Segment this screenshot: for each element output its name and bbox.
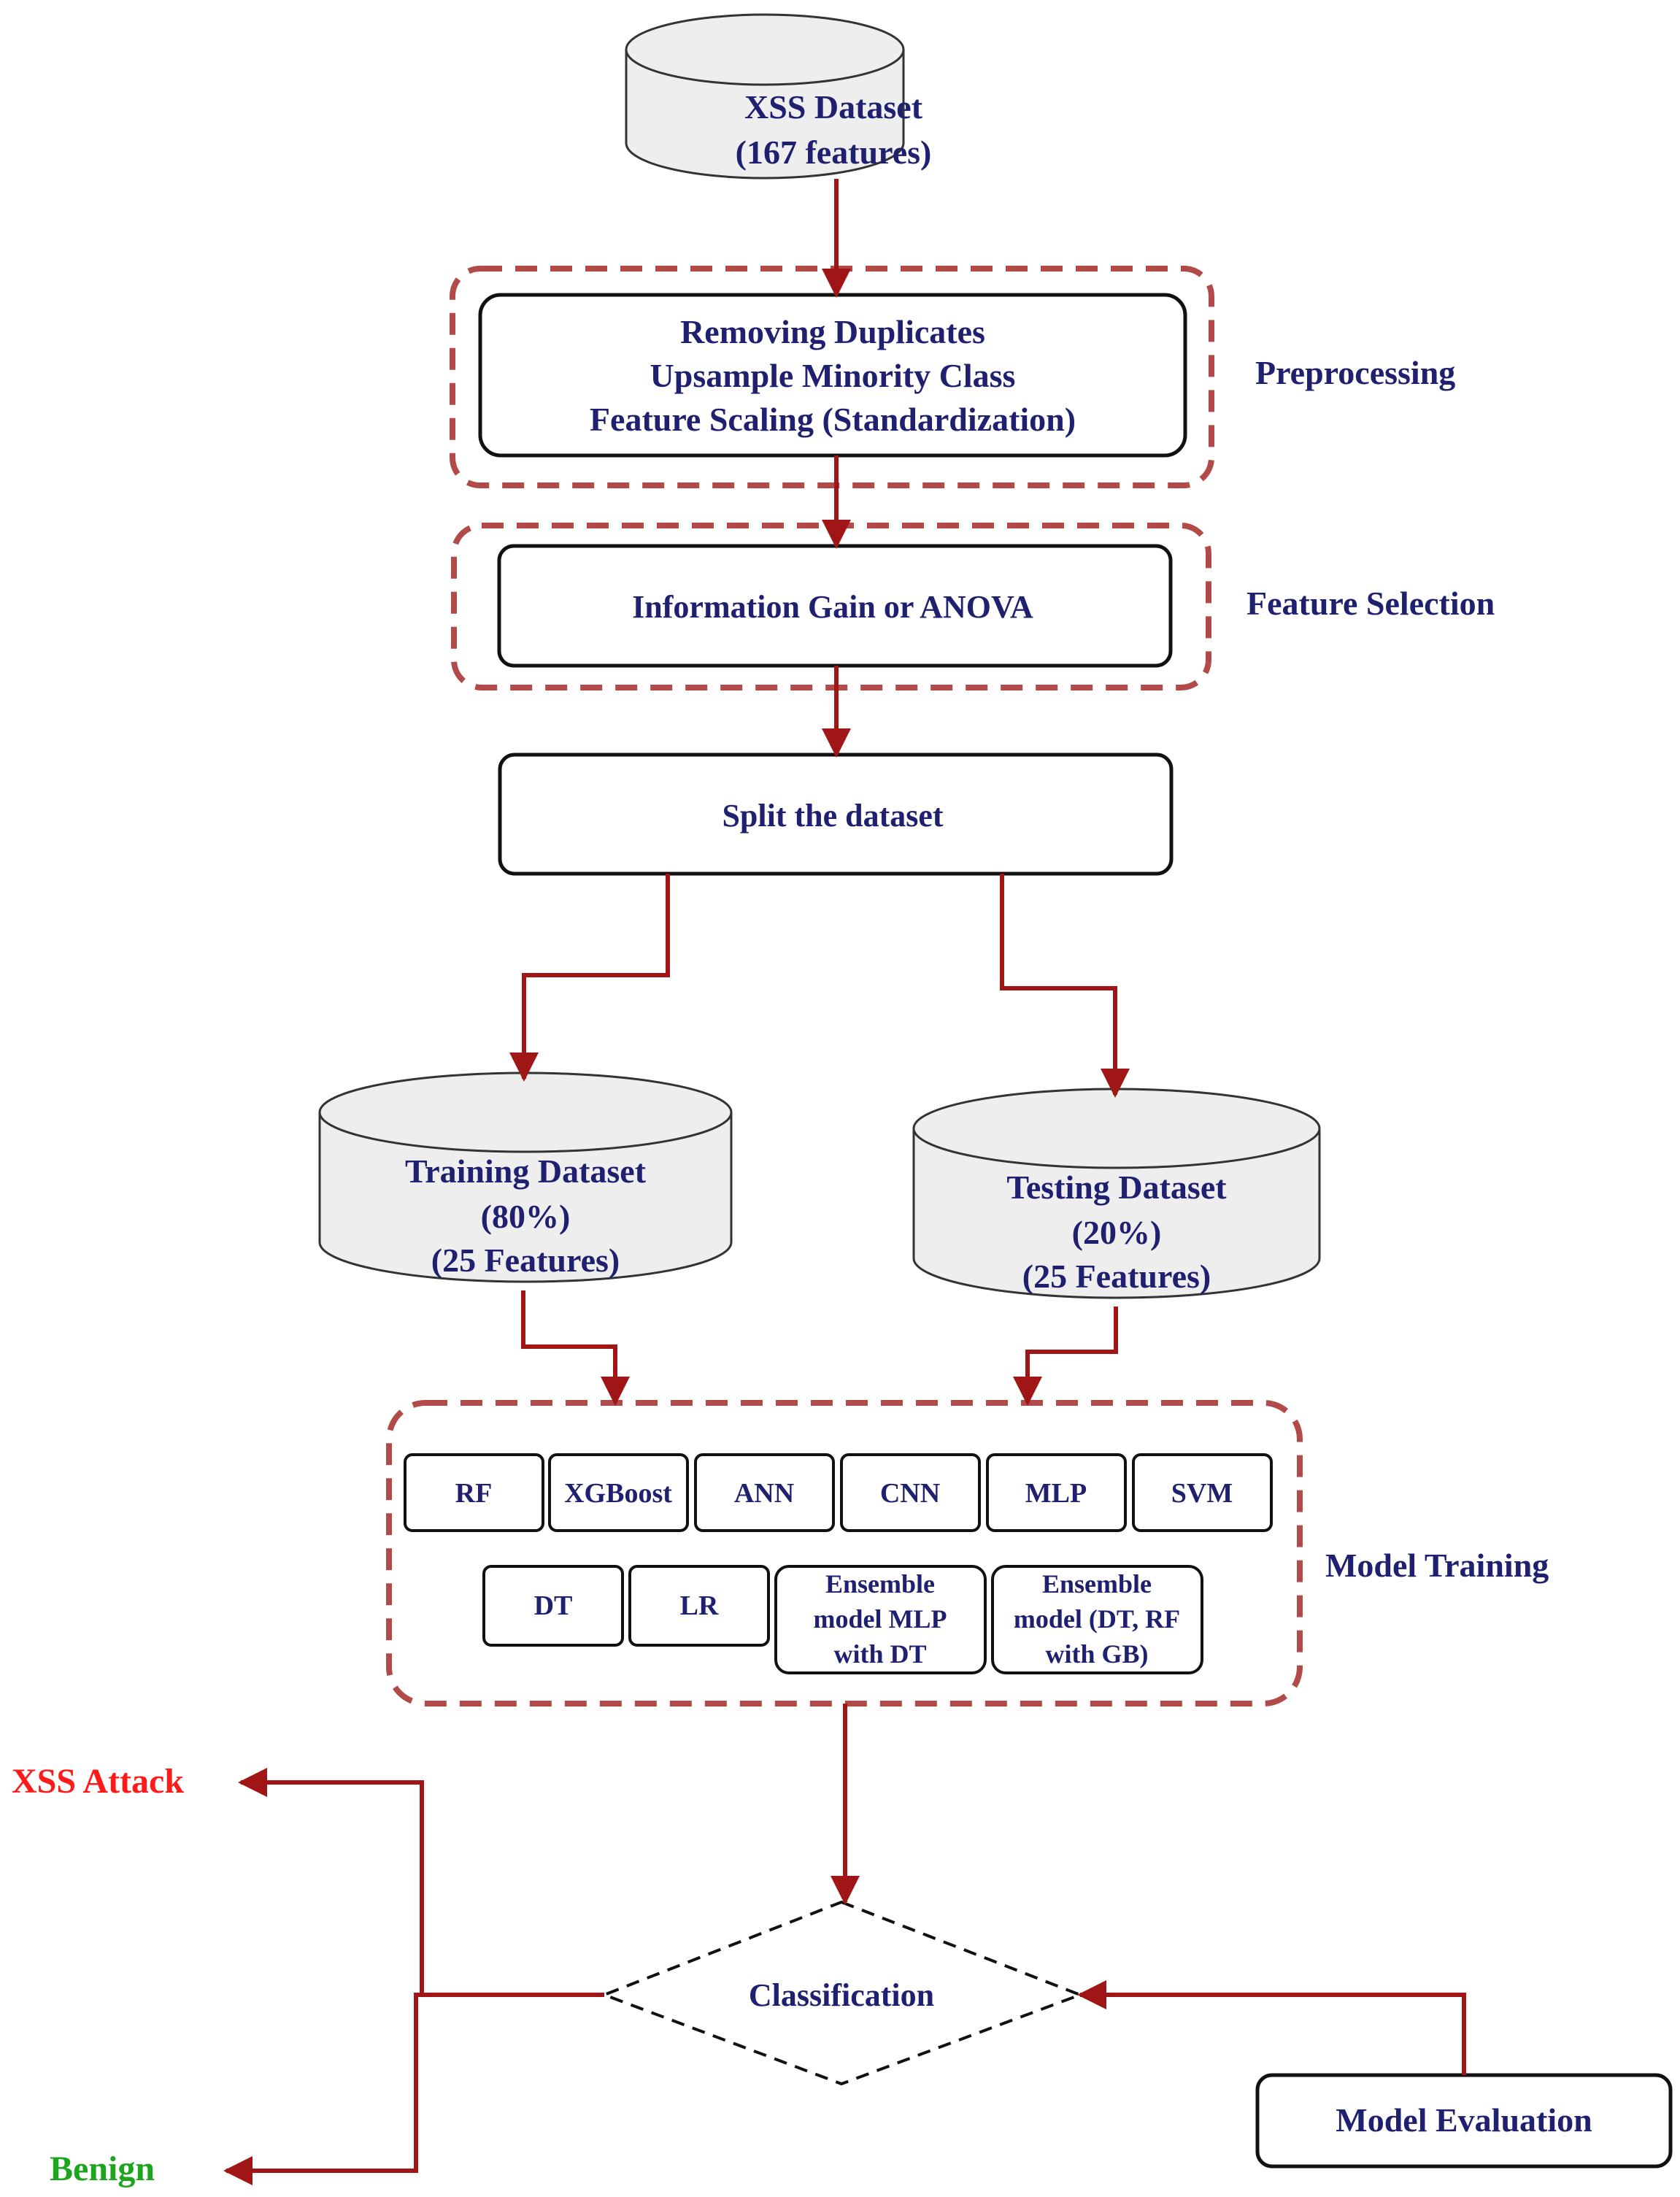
- edge-to-benign: [223, 1993, 422, 2185]
- training-dataset-name: Training Dataset: [405, 1153, 647, 1190]
- model-box-ensemble-mlp-dt: Ensemble model MLP with DT: [774, 1565, 987, 1674]
- preprocess-step-3: Feature Scaling (Standardization): [590, 401, 1076, 438]
- ensemble-2-line-3: with GB): [1045, 1639, 1148, 1669]
- group-label-model-training: Model Training: [1325, 1547, 1549, 1584]
- classification-label: Classification: [749, 1977, 934, 2013]
- ensemble-1-line-2: model MLP: [814, 1604, 947, 1634]
- preprocess-step-1: Removing Duplicates: [680, 313, 985, 350]
- model-label-xgboost: XGBoost: [564, 1478, 672, 1509]
- model-label-cnn: CNN: [880, 1478, 940, 1509]
- model-training-group: [386, 1400, 1303, 1707]
- group-label-feature-selection: Feature Selection: [1246, 585, 1495, 622]
- model-box-xgboost: XGBoost: [548, 1453, 689, 1532]
- model-box-ensemble-dt-rf-gb: Ensemble model (DT, RF with GB): [991, 1565, 1203, 1674]
- output-benign: Benign: [50, 2150, 155, 2188]
- training-dataset-split: (80%): [481, 1198, 571, 1235]
- model-box-svm: SVM: [1132, 1453, 1273, 1532]
- model-evaluation-label: Model Evaluation: [1336, 2101, 1592, 2139]
- model-label-ann: ANN: [734, 1478, 794, 1509]
- edge-testing-to-models: [1013, 1307, 1118, 1406]
- model-label-dt: DT: [534, 1590, 573, 1621]
- model-box-ann: ANN: [694, 1453, 835, 1532]
- xss-dataset-features: (167 features): [736, 134, 932, 171]
- model-label-rf: RF: [455, 1478, 493, 1509]
- training-dataset-features: (25 Features): [431, 1242, 620, 1279]
- ensemble-2-line-1: Ensemble: [1042, 1569, 1152, 1598]
- testing-dataset-name: Testing Dataset: [1006, 1169, 1227, 1206]
- model-box-dt: DT: [482, 1565, 624, 1647]
- model-box-mlp: MLP: [986, 1453, 1127, 1532]
- ensemble-1-line-3: with DT: [833, 1639, 926, 1669]
- feature-selection-method: Information Gain or ANOVA: [632, 589, 1033, 625]
- feature-selection-group: [451, 523, 1211, 690]
- model-evaluation-box: Model Evaluation: [1255, 2073, 1673, 2169]
- xss-dataset-name: XSS Dataset: [744, 88, 923, 126]
- model-box-rf: RF: [404, 1453, 544, 1532]
- model-box-cnn: CNN: [840, 1453, 981, 1532]
- edge-to-xss-attack: [238, 1768, 424, 1995]
- model-label-svm: SVM: [1171, 1478, 1233, 1509]
- training-dataset-cylinder: Training Dataset (80%) (25 Features): [318, 1071, 733, 1283]
- classification-decision: Classification: [600, 1900, 1084, 2086]
- group-label-preprocessing: Preprocessing: [1255, 354, 1455, 391]
- output-xss-attack: XSS Attack: [12, 1762, 184, 1801]
- model-box-lr: LR: [628, 1565, 770, 1647]
- edge-split-to-training: [509, 874, 670, 1082]
- ensemble-2-line-2: model (DT, RF: [1014, 1604, 1180, 1634]
- testing-dataset-split: (20%): [1072, 1214, 1162, 1251]
- split-dataset-label: Split the dataset: [722, 798, 943, 834]
- model-label-mlp: MLP: [1025, 1478, 1087, 1509]
- preprocess-step-2: Upsample Minority Class: [650, 357, 1016, 394]
- edge-training-to-models: [521, 1290, 630, 1406]
- ensemble-1-line-1: Ensemble: [825, 1569, 935, 1598]
- testing-dataset-cylinder: Testing Dataset (20%) (25 Features): [912, 1088, 1321, 1299]
- edge-evaluation-to-classification: [1077, 1980, 1466, 2075]
- split-dataset-box: Split the dataset: [498, 753, 1174, 876]
- feature-selection-box: Information Gain or ANOVA: [497, 544, 1173, 668]
- connectors: [223, 179, 1466, 2185]
- model-label-lr: LR: [680, 1590, 719, 1621]
- testing-dataset-features: (25 Features): [1022, 1258, 1211, 1295]
- xss-dataset-cylinder: XSS Dataset (167 features): [625, 13, 932, 180]
- edge-split-to-testing: [1000, 874, 1130, 1098]
- preprocessing-box: Removing Duplicates Upsample Minority Cl…: [478, 293, 1187, 458]
